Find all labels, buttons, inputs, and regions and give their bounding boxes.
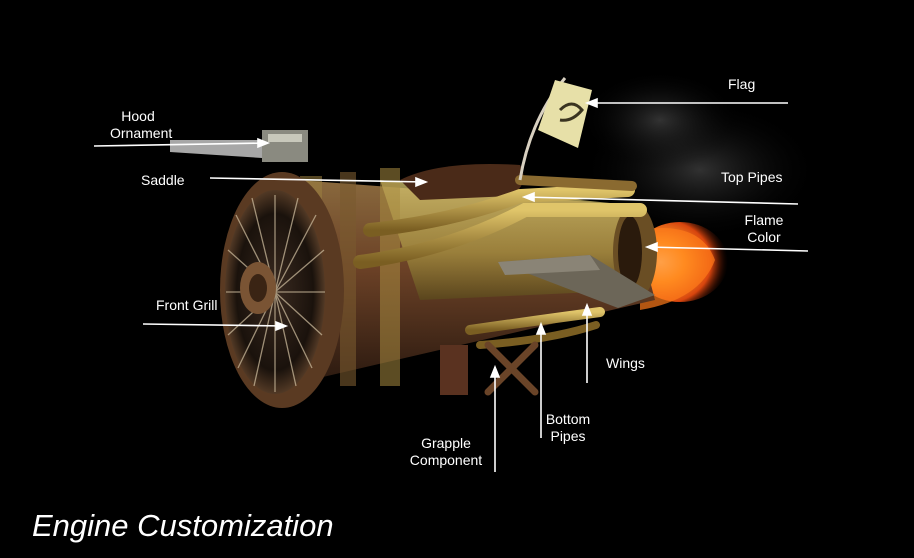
label-bottom-pipes-line2: Pipes (550, 428, 586, 444)
pointer-lines (93, 97, 809, 472)
label-flame-color-line2: Color (747, 229, 781, 245)
grapple-component (440, 341, 539, 396)
label-grapple-component-line1: Grapple (421, 435, 471, 451)
label-hood-ornament-line2: Ornament (110, 125, 173, 141)
label-flag: Flag (728, 76, 756, 92)
label-bottom-pipes: Bottom Pipes (542, 411, 594, 445)
front-grill (220, 172, 344, 408)
label-saddle: Saddle (141, 172, 185, 188)
top-pipes (353, 175, 647, 269)
label-front-grill: Front Grill (156, 297, 218, 313)
label-grapple-component: Grapple Component (405, 435, 487, 469)
label-top-pipes: Top Pipes (721, 169, 783, 185)
label-wings: Wings (606, 355, 645, 371)
label-hood-ornament: Hood Ornament (110, 108, 173, 142)
hood-ornament (170, 130, 308, 162)
flag (518, 77, 592, 181)
saddle (400, 164, 524, 200)
label-grapple-component-line2: Component (409, 452, 483, 468)
diagram-caption: Engine Customization (32, 508, 334, 543)
wings (498, 255, 655, 308)
label-bottom-pipes-line1: Bottom (545, 411, 591, 427)
label-flame-color: Flame Color (740, 212, 788, 246)
label-hood-ornament-line1: Hood (121, 108, 155, 124)
label-flame-color-line1: Flame (744, 212, 784, 228)
